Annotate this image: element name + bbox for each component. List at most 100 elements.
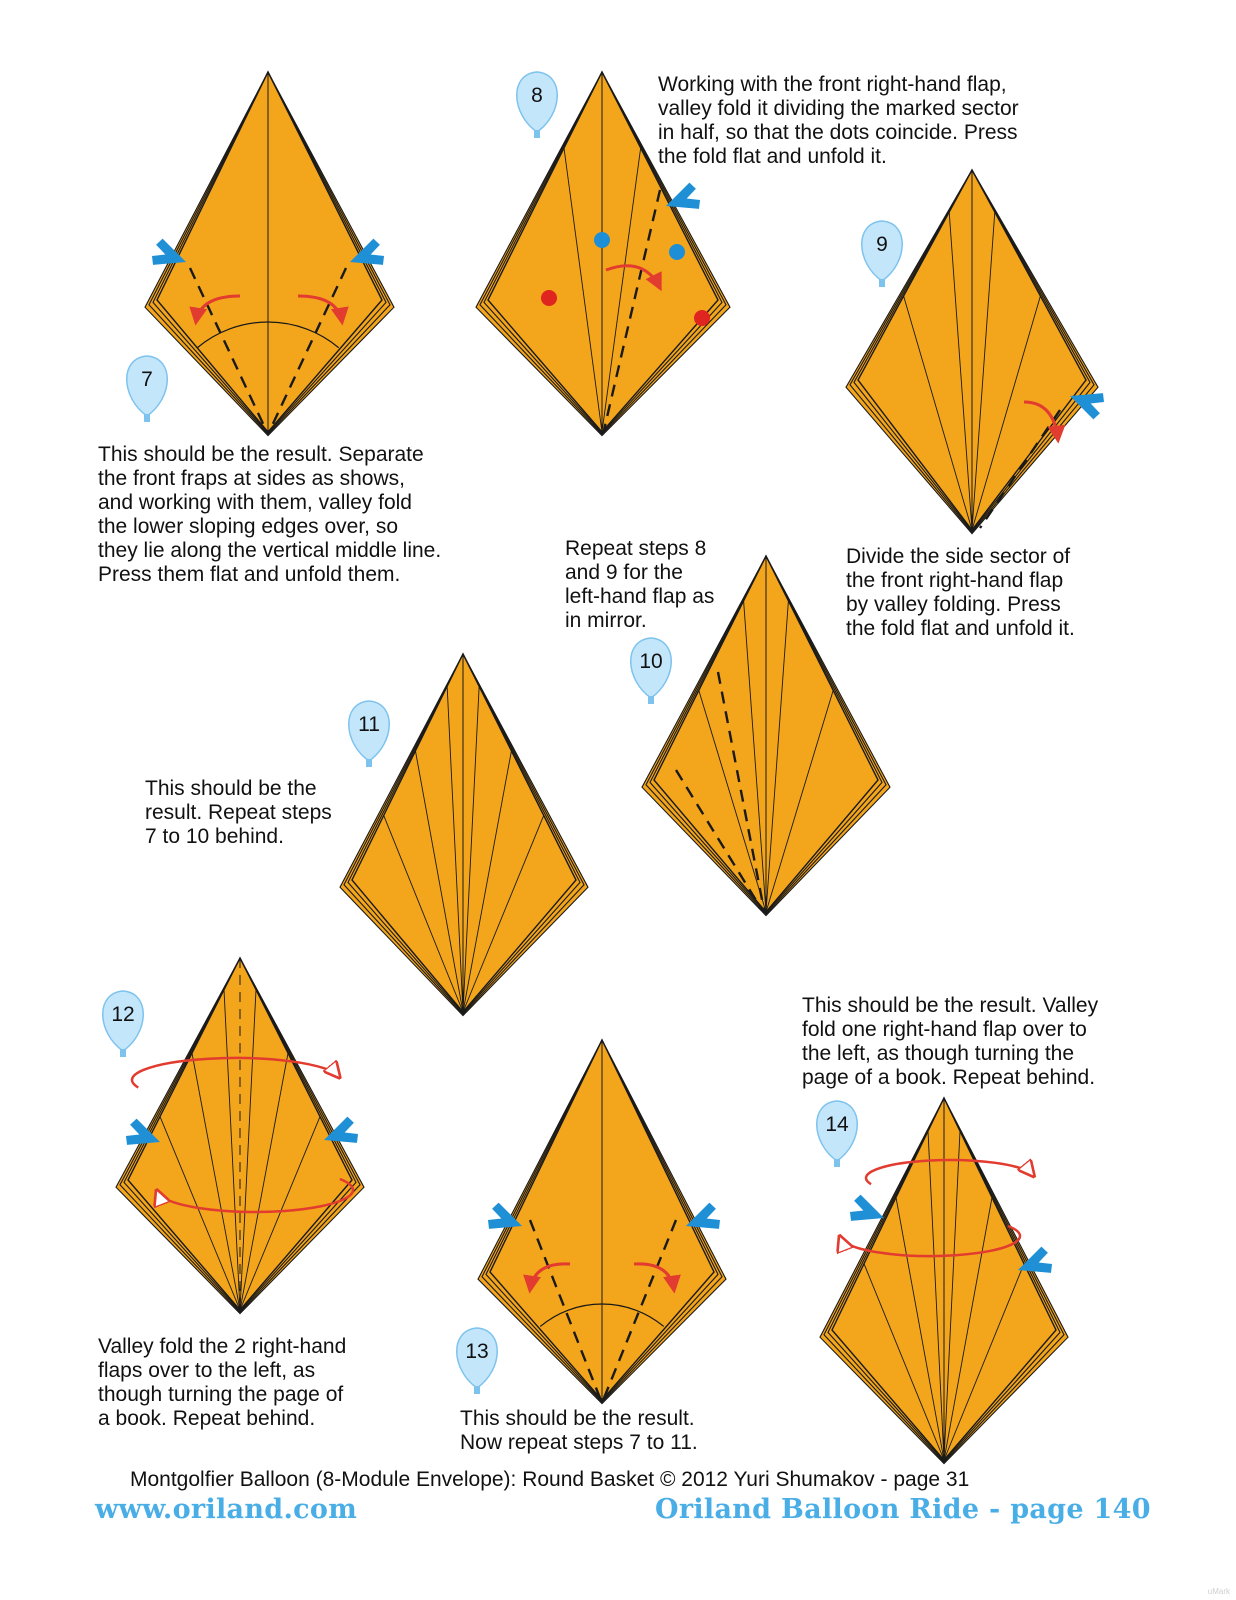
- step-9-diagram: 9: [845, 168, 1105, 535]
- balloon-basket-icon: [534, 130, 540, 138]
- crease-line: [462, 815, 545, 1013]
- crease-line: [943, 1263, 1025, 1461]
- open-sink-arrow-icon: [849, 1194, 884, 1221]
- valley-fold-line: [716, 671, 766, 911]
- step-number: 12: [111, 1003, 134, 1026]
- book-page-label: Oriland Balloon Ride - page 140: [655, 1494, 1151, 1525]
- step-12-instructions: Valley fold the 2 right-hand flaps over …: [98, 1335, 347, 1430]
- crease-line: [927, 1131, 945, 1461]
- reference-dot: [694, 310, 710, 326]
- balloon-basket-icon: [120, 1049, 126, 1057]
- fold-direction-arrow-icon: [523, 1262, 571, 1294]
- fold-direction-arrow-icon: [297, 294, 349, 326]
- step-number: 7: [141, 368, 153, 391]
- balloon-basket-icon: [474, 1386, 480, 1394]
- crease-line: [223, 989, 241, 1311]
- step-number-badge: 11: [348, 700, 390, 767]
- open-sink-arrow-icon: [1070, 393, 1105, 420]
- valley-fold-line: [268, 267, 348, 431]
- step-9-instructions: Divide the side sector of the front righ…: [846, 545, 1075, 640]
- open-sink-arrow-icon: [1018, 1246, 1053, 1273]
- crease-line: [743, 600, 767, 913]
- crease-line: [971, 295, 1041, 531]
- open-sink-arrow-icon: [151, 238, 186, 265]
- step-8-instructions: Working with the front right-hand flap, …: [658, 73, 1019, 168]
- valley-fold-line: [979, 409, 1061, 529]
- crease-line: [191, 1053, 241, 1311]
- step-8-diagram: 8: [475, 70, 731, 437]
- balloon-badge-icon: [348, 700, 390, 762]
- step-number-badge: 12: [102, 990, 144, 1057]
- copyright-credit: Montgolfier Balloon (8-Module Envelope):…: [130, 1468, 970, 1491]
- open-sink-arrow-icon: [487, 1202, 522, 1229]
- crease-line: [383, 815, 464, 1013]
- valley-fold-line: [674, 769, 764, 911]
- balloon-badge-icon: [630, 637, 672, 699]
- reference-dot: [594, 232, 610, 248]
- crease-line: [601, 147, 642, 433]
- open-sink-arrow-icon: [324, 1116, 359, 1143]
- turn-over-arrow-icon: [130, 1056, 338, 1089]
- balloon-basket-icon: [366, 759, 372, 767]
- crease-line: [462, 750, 512, 1013]
- step-14-instructions: This should be the result. Valley fold o…: [802, 994, 1099, 1089]
- step-number-badge: 10: [630, 637, 672, 704]
- step-10-instructions: Repeat steps 8 and 9 for the left-hand f…: [565, 537, 715, 632]
- balloon-badge-icon: [456, 1327, 498, 1389]
- turn-over-arrow-icon: [864, 1160, 1033, 1186]
- turn-over-arrow-icon: [157, 1177, 355, 1214]
- fold-direction-arrow-icon: [633, 1262, 681, 1294]
- crease-line: [462, 686, 480, 1013]
- balloon-basket-icon: [144, 414, 150, 422]
- step-10-diagram: 10: [630, 554, 891, 917]
- balloon-badge-icon: [861, 220, 903, 282]
- open-sink-arrow-icon: [686, 1202, 721, 1229]
- step-number: 14: [825, 1113, 849, 1136]
- open-sink-arrow-icon: [666, 182, 701, 209]
- crease-line: [239, 989, 257, 1311]
- valley-fold-line: [188, 267, 268, 431]
- crease-line: [446, 686, 464, 1013]
- step-number-badge: 8: [516, 71, 558, 138]
- step-number-badge: 14: [816, 1100, 858, 1167]
- open-sink-arrow-icon: [350, 238, 385, 265]
- fold-direction-arrow-icon: [605, 264, 662, 292]
- step-11-instructions: This should be the result. Repeat steps …: [145, 777, 332, 848]
- balloon-basket-icon: [648, 696, 654, 704]
- model-shape: [156, 70, 383, 434]
- balloon-basket-icon: [834, 1159, 840, 1167]
- crease-line: [943, 1131, 961, 1461]
- angle-arc: [196, 321, 340, 349]
- balloon-badge-icon: [126, 355, 168, 417]
- step-number-badge: 9: [861, 220, 903, 287]
- crease-line: [971, 211, 996, 531]
- website-link[interactable]: www.oriland.com: [95, 1494, 358, 1525]
- balloon-badge-icon: [816, 1100, 858, 1162]
- step-number: 9: [876, 233, 888, 256]
- reference-dot: [541, 290, 557, 306]
- crease-line: [563, 147, 603, 433]
- step-13-diagram: 13: [456, 1038, 727, 1405]
- crease-line: [943, 1197, 993, 1461]
- step-12-diagram: 12: [102, 956, 365, 1315]
- crease-line: [159, 1116, 241, 1311]
- crease-line: [765, 600, 789, 913]
- crease-line: [863, 1263, 945, 1461]
- turn-over-arrow-icon: [840, 1224, 1022, 1258]
- balloon-basket-icon: [879, 279, 885, 287]
- step-14-diagram: 14: [816, 1096, 1069, 1465]
- fold-direction-arrow-icon: [189, 294, 241, 326]
- valley-fold-line: [602, 1219, 678, 1399]
- crease-line: [895, 1197, 945, 1461]
- crease-line: [239, 1053, 289, 1311]
- step-number: 10: [639, 650, 662, 673]
- step-number-badge: 13: [456, 1327, 498, 1394]
- crease-line: [414, 750, 464, 1013]
- angle-arc: [539, 1303, 665, 1327]
- step-number: 8: [531, 84, 543, 107]
- step-7-instructions: This should be the result. Separate the …: [98, 443, 442, 586]
- crease-line: [765, 690, 834, 913]
- balloon-badge-icon: [516, 71, 558, 133]
- open-sink-arrow-icon: [125, 1118, 160, 1145]
